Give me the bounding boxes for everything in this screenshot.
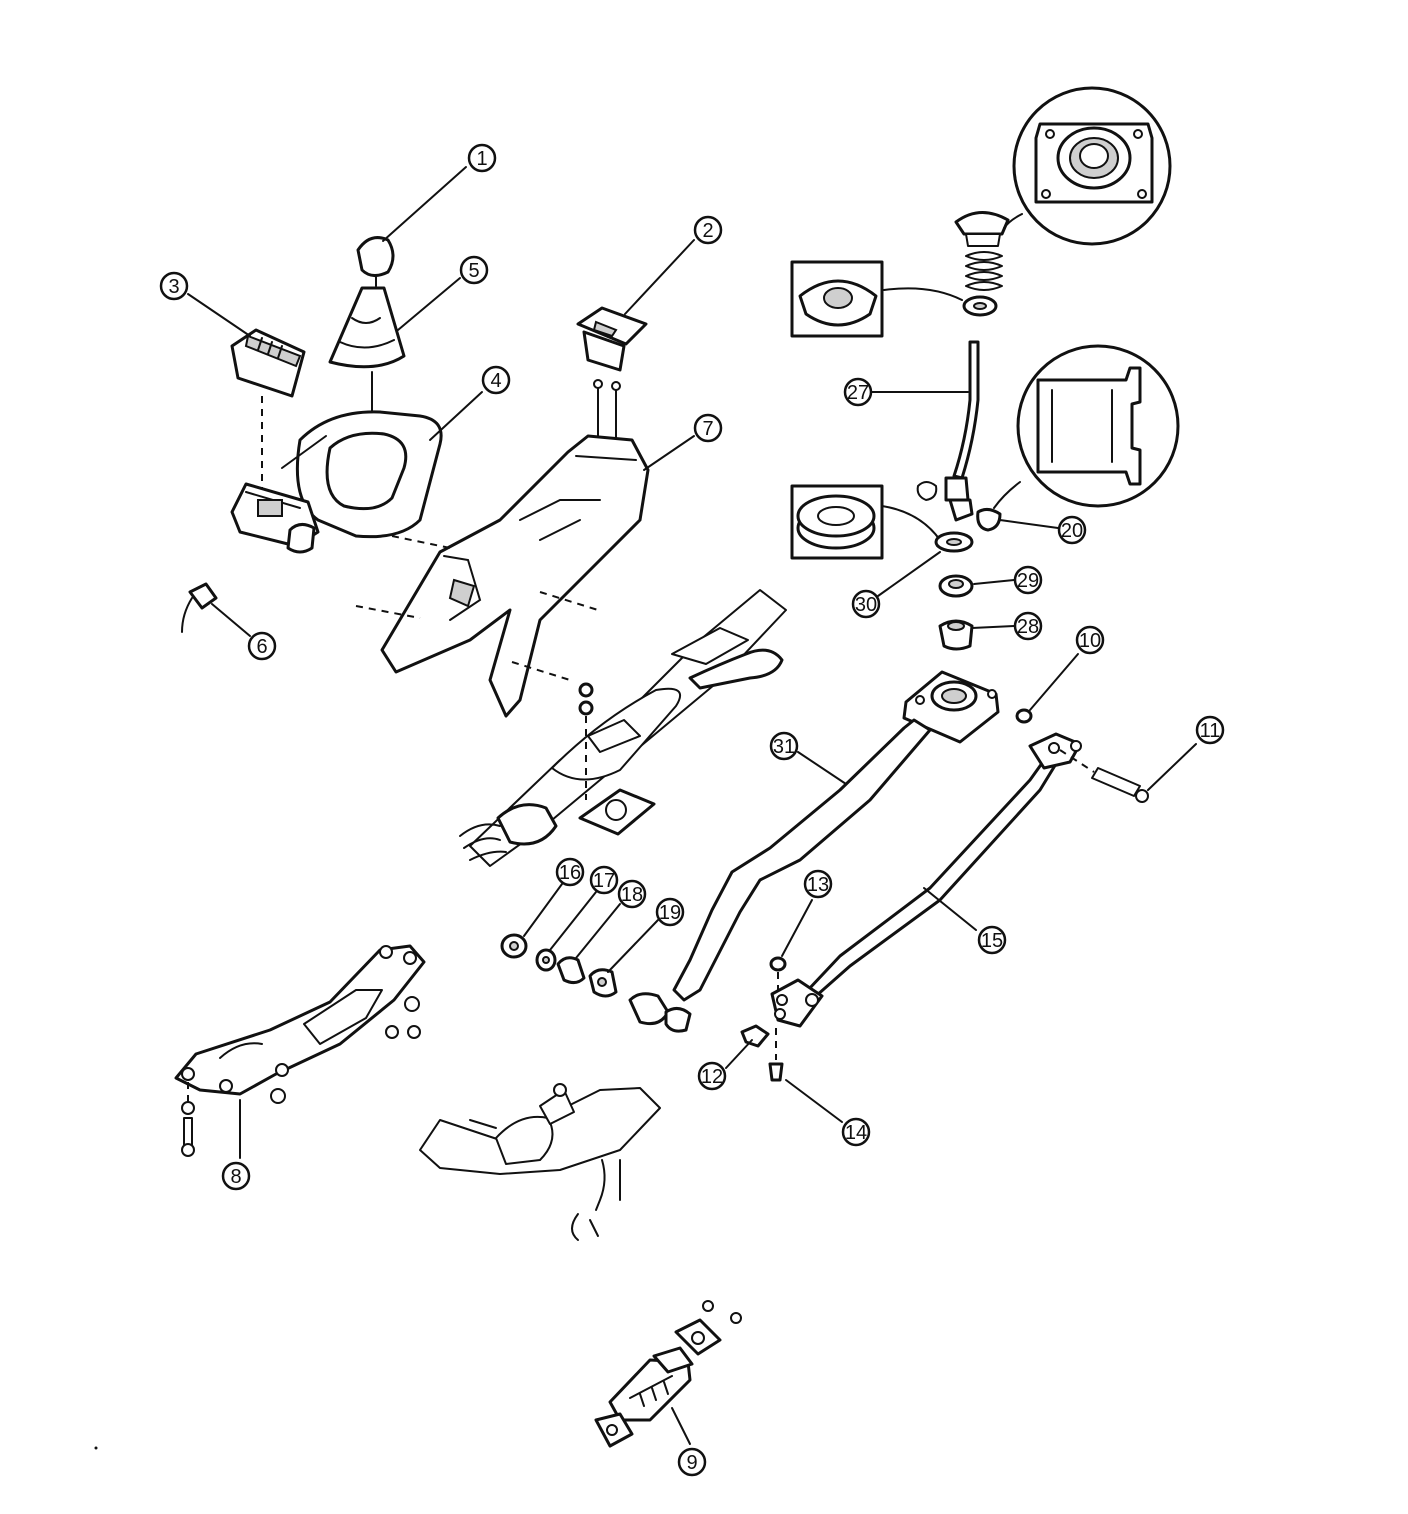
detail-view-spring-seat: [790, 260, 963, 338]
callout-29-label: 29: [1017, 570, 1039, 592]
lower-bushing: [938, 619, 974, 651]
transmission-crossmember: [174, 944, 426, 1157]
catalytic-converter: [594, 1300, 742, 1448]
callout-28-label: 28: [1017, 616, 1039, 638]
callout-9: 9: [677, 1447, 707, 1477]
stray-dot: [94, 1446, 98, 1450]
washer-17: [535, 948, 557, 972]
shift-boot: [328, 286, 406, 477]
callout-3-label: 3: [168, 276, 179, 298]
shift-lever-spring: [965, 251, 1003, 291]
spring-seat: [962, 295, 998, 317]
upper-bushing: [938, 574, 974, 598]
callout-8: 8: [221, 1161, 251, 1191]
callout-16-label: 16: [559, 862, 581, 884]
electrical-connector: [181, 582, 218, 633]
callout-5-label: 5: [468, 260, 479, 282]
callout-4: 4: [481, 365, 511, 395]
callout-7: 7: [693, 413, 723, 443]
callout-13-label: 13: [807, 874, 829, 896]
callout-18-label: 18: [621, 884, 643, 906]
callout-15: 15: [977, 925, 1007, 955]
transmission-case: [419, 1083, 661, 1241]
callout-11: 11: [1195, 715, 1225, 745]
callout-27-label: 27: [847, 382, 869, 404]
bushing-16: [500, 933, 528, 959]
floor-pan-tunnel: [459, 589, 787, 867]
callout-14-label: 14: [845, 1122, 867, 1144]
callout-5: 5: [459, 255, 489, 285]
callout-30: 30: [851, 589, 881, 619]
callout-31: 31: [769, 731, 799, 761]
sleeve-18: [556, 956, 586, 985]
pivot-bushing: [976, 507, 1002, 532]
callout-30-label: 30: [855, 594, 877, 616]
callout-7-label: 7: [702, 418, 713, 440]
callout-17-label: 17: [593, 870, 615, 892]
callout-6-label: 6: [256, 636, 267, 658]
washer-13: [769, 956, 787, 990]
storage-bin: [230, 328, 306, 500]
shift-rod: [628, 670, 1000, 1033]
detail-view-retainer-plate: [1003, 86, 1172, 246]
callout-15-label: 15: [981, 930, 1003, 952]
callout-10: 10: [1075, 625, 1105, 655]
callout-1: 1: [467, 143, 497, 173]
callout-19-label: 19: [659, 902, 681, 924]
bushing-19: [588, 968, 618, 998]
split-washer: [934, 531, 974, 553]
callout-11-label: 11: [1200, 720, 1221, 742]
callout-31-label: 31: [773, 736, 795, 758]
washer-10: [1015, 708, 1033, 724]
callout-10-label: 10: [1079, 630, 1101, 652]
callout-1-label: 1: [476, 148, 487, 170]
shift-knob: [356, 236, 395, 287]
callout-20: 20: [1057, 515, 1087, 545]
cup-holder-insert: [576, 306, 648, 461]
callout-3: 3: [159, 271, 189, 301]
callout-14: 14: [841, 1117, 871, 1147]
detail-view-pivot-bushing: [993, 344, 1180, 509]
callout-18: 18: [617, 879, 647, 909]
callout-2: 2: [693, 215, 723, 245]
callout-20-label: 20: [1061, 520, 1083, 542]
callout-27: 27: [843, 377, 873, 407]
bolt-14: [768, 1028, 784, 1082]
callout-12: 12: [697, 1061, 727, 1091]
callout-28: 28: [1013, 611, 1043, 641]
center-console: [355, 434, 650, 718]
shifter-mount-plate: [578, 788, 656, 836]
callout-8-label: 8: [230, 1166, 241, 1188]
callout-13: 13: [803, 869, 833, 899]
callout-16: 16: [555, 857, 585, 887]
callout-6: 6: [247, 631, 277, 661]
callout-4-label: 4: [490, 370, 501, 392]
retaining-clip: [740, 1024, 770, 1048]
shift-lever-cap: [954, 211, 1010, 247]
callout-2-label: 2: [702, 220, 713, 242]
callout-17: 17: [589, 865, 619, 895]
shift-link-rod: [806, 732, 1149, 998]
console-lower-housing: [230, 482, 320, 554]
shift-lever: [916, 340, 980, 522]
callout-12-label: 12: [701, 1066, 723, 1088]
link-clevis: [770, 978, 824, 1028]
leader-lines: [187, 166, 1197, 1445]
callout-19: 19: [655, 897, 685, 927]
callout-9-label: 9: [686, 1452, 697, 1474]
callout-29: 29: [1013, 565, 1043, 595]
detail-view-split-washer: [790, 484, 941, 560]
